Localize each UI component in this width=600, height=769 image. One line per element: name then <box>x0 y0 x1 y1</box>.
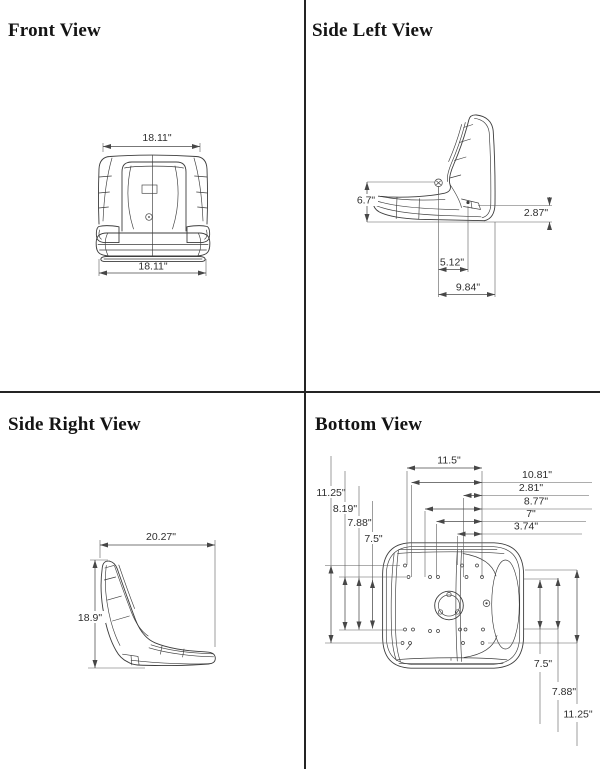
dim-cushion-height: 6.7" <box>357 195 376 207</box>
dim-knob-to-mount: 5.12" <box>440 257 464 269</box>
dim-knob-to-back: 9.84" <box>456 282 480 294</box>
dim-front-top-width: 18.11" <box>142 132 171 144</box>
dim-front-bottom-width: 18.11" <box>138 261 167 273</box>
front-view-panel: Front View 18.11" <box>0 0 304 391</box>
dim-stack-1: 2.81" <box>519 482 543 494</box>
dim-bottomstack-0: 7.5" <box>534 658 553 670</box>
bottom-seat-pan <box>382 542 525 669</box>
dim-left-2: 7.88" <box>347 517 371 529</box>
front-base <box>95 232 211 257</box>
front-screw <box>145 213 153 221</box>
bottom-outer-outline <box>382 542 525 669</box>
bottom-top-dimensions: 11.5" 10.81" 2.81" 8.77" 7" <box>406 455 592 577</box>
vertical-divider <box>304 0 306 769</box>
bottom-center-hole <box>434 590 464 621</box>
bottom-view-drawing: 11.5" 10.81" 2.81" 8.77" 7" <box>316 455 593 746</box>
bottom-left-dimensions: 11.25" 8.19" 7.88" 7.5" <box>316 456 406 644</box>
dim-overall-depth: 20.27" <box>146 531 176 543</box>
dim-overall-height: 18.9" <box>78 612 102 624</box>
dim-bottom-top-width: 11.5" <box>437 455 461 467</box>
side-right-seat-outline <box>100 560 216 667</box>
side-left-mount-bolt <box>466 200 470 205</box>
side-right-backrest-rear <box>100 560 128 663</box>
dim-stack-3: 7" <box>526 508 536 520</box>
front-top-dimension: 18.11" <box>102 132 201 152</box>
bottom-pointer-tick <box>406 643 412 650</box>
front-backrest-outer <box>98 154 208 225</box>
bottom-right-dimensions: 7.5" 7.88" 11.25" <box>488 569 593 746</box>
side-left-dimensions: 6.7" 2.87" 5.12" 9.84" <box>354 181 552 297</box>
side-right-view-drawing: 20.27" 18.9" <box>75 531 216 669</box>
front-left-bolster <box>95 225 120 244</box>
front-right-bolster <box>186 225 211 244</box>
front-view-title: Front View <box>8 19 101 41</box>
dim-rear-mount-height: 2.87" <box>524 207 548 219</box>
dim-stack-0: 10.81" <box>522 469 552 481</box>
side-left-view-panel: Side Left View <box>306 0 600 391</box>
side-right-dimension-height: 18.9" <box>75 559 145 669</box>
side-right-view-title: Side Right View <box>8 413 141 435</box>
side-left-view-drawing: 6.7" 2.87" 5.12" 9.84" <box>354 114 552 297</box>
side-left-view-title: Side Left View <box>312 19 434 41</box>
front-cushion <box>121 161 187 232</box>
dim-bottomstack-2: 11.25" <box>563 709 592 721</box>
bottom-view-panel: Bottom View <box>306 393 600 769</box>
dim-left-1: 8.19" <box>333 503 357 515</box>
dim-stack-2: 8.77" <box>524 496 548 508</box>
dim-stack-4: 3.74" <box>514 521 538 533</box>
dim-left-0: 11.25" <box>316 487 345 499</box>
bottom-view-title: Bottom View <box>315 413 423 435</box>
front-seat-outline <box>95 154 211 263</box>
front-view-drawing: 18.11" <box>95 132 211 276</box>
side-left-profile <box>372 114 485 222</box>
horizontal-divider <box>0 391 600 393</box>
side-right-profile <box>109 560 216 667</box>
side-right-dimensions-top: 20.27" <box>99 531 216 647</box>
front-bottom-dimension: 18.11" <box>98 259 207 276</box>
front-base-lip <box>100 256 206 263</box>
dim-left-3: 7.5" <box>364 533 383 545</box>
bottom-mount-holes <box>400 563 485 645</box>
bottom-backrest-ellipse <box>491 559 520 650</box>
side-right-view-panel: Side Right View 20.27" <box>0 393 304 769</box>
front-handle <box>141 184 158 194</box>
side-left-seat-outline <box>372 114 496 222</box>
dim-bottomstack-1: 7.88" <box>552 686 576 698</box>
bottom-small-hole <box>482 599 491 607</box>
side-left-backrest-rear <box>476 114 496 222</box>
